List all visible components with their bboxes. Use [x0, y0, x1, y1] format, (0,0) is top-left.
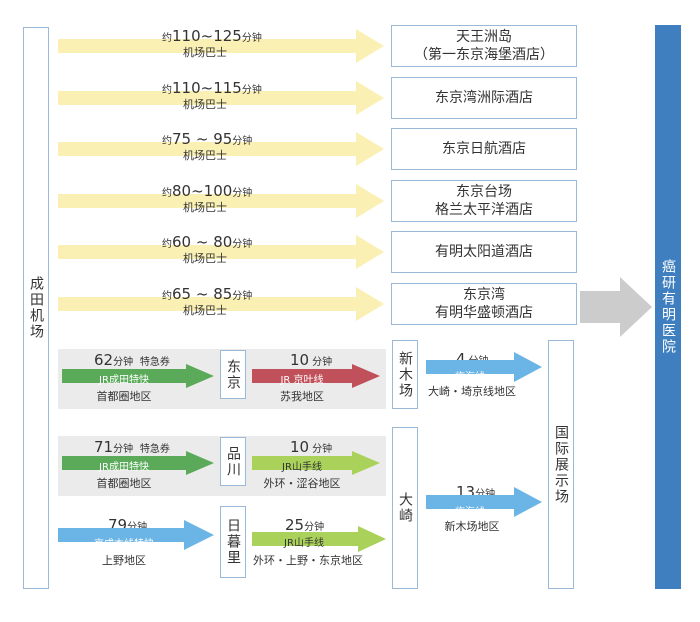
- r2-time: 71分钟 特急券: [94, 438, 170, 456]
- r3-area2: 外环・上野・东京地区: [253, 554, 363, 567]
- bus-time-prefix: 约: [162, 291, 172, 302]
- hotel-name-line: （第一东京海堡酒店）: [414, 47, 554, 63]
- r2-area2: 外环・涩谷地区: [263, 477, 341, 490]
- bus-time: 约65 ~ 85分钟: [162, 285, 252, 303]
- bus-label: 机场巴士: [183, 149, 227, 162]
- station-shinagawa: 品川: [220, 437, 246, 486]
- destination-bar: 癌研有明医院: [655, 25, 681, 589]
- bus-time-value: 110~115: [172, 79, 242, 97]
- bus-arrow: [58, 29, 384, 63]
- expo1-line: 临海线: [455, 372, 485, 383]
- hotel-name: 东京湾洲际酒店: [435, 89, 533, 107]
- bus-time-unit: 分钟: [232, 136, 253, 147]
- hotel-name-line: 东京日航酒店: [442, 141, 526, 157]
- expo1-area: 大崎・埼京线地区: [428, 385, 516, 398]
- station-osaki: 大崎: [392, 427, 418, 589]
- bus-time-prefix: 约: [162, 33, 172, 44]
- station-tokyo: 东京: [220, 350, 246, 399]
- r1-area: 首都圈地区: [96, 390, 152, 403]
- bus-arrow: [58, 287, 384, 321]
- r1-line2: JR 京叶线: [280, 375, 324, 386]
- expo2-line: 临海线: [455, 507, 485, 518]
- bus-label: 机场巴士: [183, 252, 227, 265]
- hotel-box: 东京湾有明华盛顿酒店: [391, 283, 577, 325]
- hotel-name: 东京日航酒店: [442, 140, 526, 158]
- bus-label: 机场巴士: [183, 98, 227, 111]
- hotel-box: 有明太阳道酒店: [391, 231, 577, 273]
- bus-label: 机场巴士: [183, 201, 227, 214]
- r3-line: 京成本线特快: [94, 539, 154, 550]
- bus-time-value: 65 ~ 85: [172, 285, 233, 303]
- hotel-name: 有明太阳道酒店: [435, 243, 533, 261]
- station-nippori: 日暮里: [220, 506, 246, 578]
- hotel-name: 东京湾有明华盛顿酒店: [435, 286, 533, 322]
- hotel-name-line: 格兰太平洋酒店: [435, 202, 533, 218]
- bus-time-unit: 分钟: [232, 291, 253, 302]
- bus-time-value: 60 ~ 80: [172, 233, 233, 251]
- bus-time-unit: 分钟: [241, 33, 262, 44]
- hotel-name-line: 有明太阳道酒店: [435, 244, 533, 260]
- r2-yamanote-arrow: [252, 451, 380, 475]
- station-international-expo: 国际展示场: [548, 340, 574, 589]
- hotel-box: 东京台场格兰太平洋酒店: [391, 180, 577, 222]
- hotel-name: 天王洲岛 （第一东京海堡酒店）: [414, 28, 554, 64]
- bus-time-prefix: 约: [162, 239, 172, 250]
- hotel-box: 东京湾洲际酒店: [391, 77, 577, 119]
- bus-time-value: 80~100: [172, 182, 233, 200]
- r2-line: JR成田特快: [99, 462, 149, 473]
- narita-airport-box: 成田机场: [23, 27, 49, 589]
- bus-arrow: [58, 81, 384, 115]
- hotel-box: 东京日航酒店: [391, 128, 577, 170]
- hotel-name-line: 东京湾洲际酒店: [435, 90, 533, 106]
- hotel-name: 东京台场格兰太平洋酒店: [435, 183, 533, 219]
- bus-time: 约80~100分钟: [162, 182, 252, 200]
- bus-time-unit: 分钟: [232, 239, 253, 250]
- expo2-rinkai-arrow: [426, 487, 542, 517]
- bus-time-prefix: 约: [162, 136, 172, 147]
- station-shinkiba: 新木场: [392, 340, 418, 409]
- expo2-area: 新木场地区: [444, 520, 500, 533]
- r1-time: 62分钟 特急券: [94, 351, 170, 369]
- r3-line2: JR山手线: [284, 538, 324, 549]
- bus-arrow: [58, 132, 384, 166]
- bus-time: 约110~115分钟: [162, 79, 262, 97]
- bus-time-unit: 分钟: [232, 188, 253, 199]
- r3-train-arrow: [58, 520, 214, 550]
- bus-time-value: 110~125: [172, 27, 242, 45]
- hotel-name-line: 东京湾: [463, 287, 505, 303]
- r2-line2: JR山手线: [282, 462, 322, 473]
- bus-time-prefix: 约: [162, 188, 172, 199]
- hotel-name-line: 天王洲岛: [456, 29, 512, 45]
- destination-label: 癌研有明医院: [660, 259, 676, 355]
- hotel-name-line: 东京台场: [456, 184, 512, 200]
- r1-area2: 苏我地区: [280, 390, 324, 403]
- bus-time-value: 75 ~ 95: [172, 130, 233, 148]
- narita-airport-label: 成田机场: [28, 276, 44, 340]
- big-gray-arrow: [580, 277, 652, 337]
- hotel-name-line: 有明华盛顿酒店: [435, 305, 533, 321]
- r3-time2: 25分钟: [285, 516, 325, 534]
- r1-keiyo-arrow: [252, 364, 380, 388]
- bus-time-prefix: 约: [162, 85, 172, 96]
- bus-time: 约110~125分钟: [162, 27, 262, 45]
- bus-arrow: [58, 235, 384, 269]
- r1-line: JR成田特快: [99, 375, 149, 386]
- bus-label: 机场巴士: [183, 46, 227, 59]
- bus-label: 机场巴士: [183, 304, 227, 317]
- r2-area: 首都圈地区: [96, 477, 152, 490]
- bus-time: 约75 ~ 95分钟: [162, 130, 252, 148]
- expo1-rinkai-arrow: [426, 352, 542, 382]
- r3-yamanote-arrow: [252, 526, 386, 552]
- r1-train-arrow: [62, 364, 214, 388]
- r2-train-arrow: [62, 451, 214, 475]
- hotel-box: 天王洲岛 （第一东京海堡酒店）: [391, 25, 577, 67]
- bus-arrow: [58, 184, 384, 218]
- bus-time-unit: 分钟: [241, 85, 262, 96]
- bus-time: 约60 ~ 80分钟: [162, 233, 252, 251]
- r3-area: 上野地区: [102, 554, 146, 567]
